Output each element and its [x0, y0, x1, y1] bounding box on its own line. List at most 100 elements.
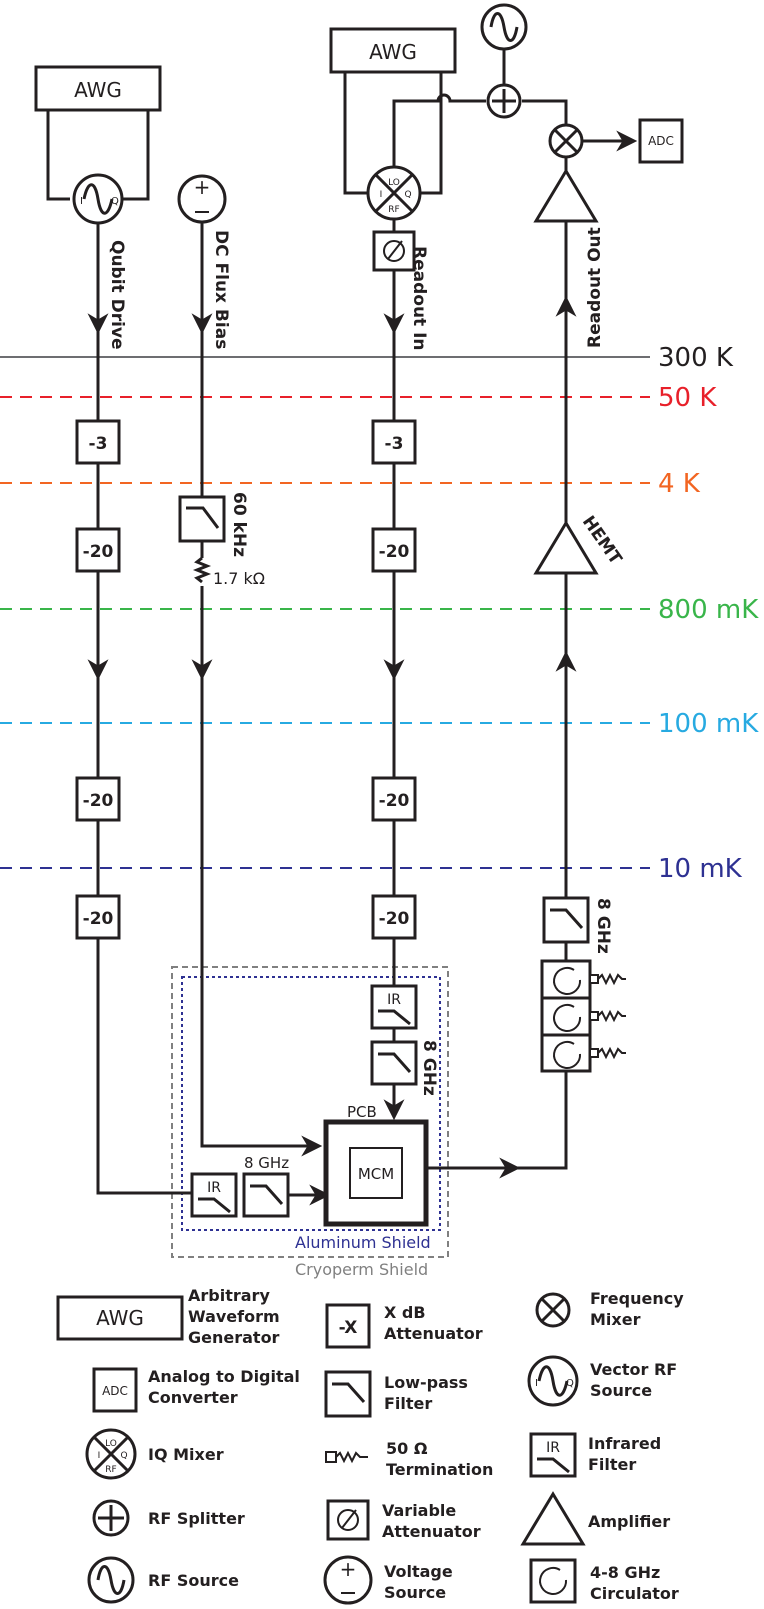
svg-text:Attenuator: Attenuator: [384, 1324, 483, 1343]
svg-text:-20: -20: [83, 909, 114, 929]
svg-text:Source: Source: [590, 1381, 652, 1400]
filter-label-ri: 8 GHz: [419, 1040, 439, 1096]
legend-circulator-icon: [529, 1558, 577, 1604]
legend-ir-filter-icon: [529, 1432, 577, 1478]
svg-text:Low-pass: Low-pass: [384, 1373, 468, 1392]
filter-label-qd: 8 GHz: [244, 1154, 289, 1172]
mcm-box: [349, 1147, 403, 1199]
svg-text:-20: -20: [379, 542, 410, 562]
svg-text:Q: Q: [404, 190, 411, 200]
legend-lowpass-icon: [324, 1370, 372, 1418]
readout-out-line: 8 GHz HEMT Readout Out ADC: [426, 99, 684, 1179]
svg-text:LO: LO: [388, 178, 400, 188]
qubit-drive-label: Qubit Drive: [107, 240, 127, 350]
dc-flux-label: DC Flux Bias: [211, 230, 231, 349]
dc-flux-line: + DC Flux Bias 60 kHz 1.7 kΩ: [177, 174, 323, 1157]
readout-in-line: AWG LO I Q RF Readout In -3 -20 -20 -20 …: [329, 27, 486, 1121]
svg-text:Q: Q: [566, 1378, 574, 1389]
svg-text:I: I: [380, 190, 383, 200]
svg-text:Infrared: Infrared: [588, 1434, 661, 1453]
svg-text:Attenuator: Attenuator: [382, 1522, 481, 1541]
svg-text:+: +: [194, 175, 211, 199]
atten-ri-3: [371, 419, 417, 465]
svg-text:-20: -20: [379, 791, 410, 811]
room-temp-amplifier: [533, 168, 599, 223]
svg-text:Frequency: Frequency: [590, 1289, 684, 1308]
legend-adc-icon: [92, 1367, 138, 1413]
legend: AWG Arbitrary Waveform Generator ADC Ana…: [56, 1286, 684, 1605]
termination-icons: [589, 972, 626, 1060]
qubit-drive-line: AWG I Q Qubit Drive -3 -20 -20 -20 IR 8 …: [34, 65, 331, 1218]
filter-label-flux: 60 kHz: [229, 492, 249, 557]
svg-text:Termination: Termination: [386, 1460, 493, 1479]
stage-label-50k: 50 K: [658, 383, 717, 413]
svg-text:-20: -20: [83, 791, 114, 811]
legend-termination-icon: [325, 1450, 368, 1464]
svg-text:-3: -3: [89, 434, 108, 454]
resistor-label: 1.7 kΩ: [213, 569, 265, 588]
stage-label-4k: 4 K: [658, 469, 701, 499]
filter-label-ro: 8 GHz: [593, 898, 613, 954]
adc-box: [638, 118, 684, 164]
readout-in-label: Readout In: [409, 246, 429, 351]
atten-qd-20c: [75, 894, 121, 940]
atten-ri-20c: [371, 894, 417, 940]
svg-text:4-8 GHz: 4-8 GHz: [590, 1563, 660, 1582]
awg-top-label: AWG: [369, 40, 417, 64]
svg-text:ADC: ADC: [102, 1384, 128, 1398]
lowpass-flux: [178, 495, 226, 543]
stage-label-300k: 300 K: [658, 343, 734, 373]
stage-label-800mk: 800 mK: [658, 595, 759, 625]
lowpass-qd: [242, 1172, 290, 1218]
svg-text:IR: IR: [546, 1440, 560, 1456]
svg-text:Q: Q: [120, 1451, 127, 1461]
atten-qd-20a: [75, 527, 121, 573]
svg-text:RF: RF: [388, 205, 399, 215]
svg-text:Filter: Filter: [384, 1394, 432, 1413]
readout-out-label: Readout Out: [585, 227, 605, 348]
stage-label-100mk: 100 mK: [658, 709, 759, 739]
legend-voltage-source-icon: [323, 1555, 373, 1605]
lowpass-ri: [370, 1040, 418, 1086]
svg-text:IR: IR: [207, 1180, 221, 1196]
svg-text:Circulator: Circulator: [590, 1584, 679, 1603]
aluminum-shield-label: Aluminum Shield: [295, 1233, 431, 1252]
svg-text:Mixer: Mixer: [590, 1310, 641, 1329]
svg-text:RF Splitter: RF Splitter: [148, 1509, 245, 1528]
svg-text:AWG: AWG: [96, 1306, 144, 1330]
pcb-label: PCB: [347, 1103, 377, 1121]
svg-text:+: +: [340, 1557, 357, 1581]
svg-text:-3: -3: [385, 434, 404, 454]
cryoperm-shield-label: Cryoperm Shield: [295, 1260, 428, 1279]
circulator-1: [540, 959, 592, 1073]
svg-text:I: I: [80, 196, 83, 207]
svg-text:-X: -X: [339, 1318, 358, 1338]
svg-text:Waveform: Waveform: [188, 1307, 280, 1326]
atten-qd-20b: [75, 776, 121, 822]
svg-text:I: I: [535, 1378, 538, 1389]
awg-left-label: AWG: [74, 78, 122, 102]
svg-text:Voltage: Voltage: [384, 1562, 453, 1581]
svg-text:Variable: Variable: [382, 1501, 456, 1520]
svg-text:RF: RF: [105, 1465, 116, 1475]
svg-text:Analog to Digital: Analog to Digital: [148, 1367, 300, 1386]
svg-text:I: I: [98, 1451, 101, 1461]
legend-amplifier-icon: [520, 1491, 586, 1546]
svg-text:IR: IR: [387, 992, 401, 1008]
mcm-label: MCM: [358, 1165, 394, 1183]
svg-text:Q: Q: [111, 196, 119, 207]
svg-text:X dB: X dB: [384, 1303, 426, 1322]
svg-text:-20: -20: [379, 909, 410, 929]
awg-left: [34, 65, 162, 112]
temperature-stages: 300 K 50 K 4 K 800 mK 100 mK 10 mK: [0, 343, 759, 884]
svg-text:Filter: Filter: [588, 1455, 636, 1474]
svg-text:IQ Mixer: IQ Mixer: [148, 1445, 224, 1464]
svg-text:Converter: Converter: [148, 1388, 238, 1407]
svg-text:Amplifier: Amplifier: [588, 1512, 670, 1531]
legend-awg-icon: [56, 1295, 184, 1341]
svg-text:-20: -20: [83, 542, 114, 562]
awg-top: [329, 27, 457, 74]
svg-text:Source: Source: [384, 1583, 446, 1602]
svg-text:LO: LO: [105, 1439, 117, 1449]
